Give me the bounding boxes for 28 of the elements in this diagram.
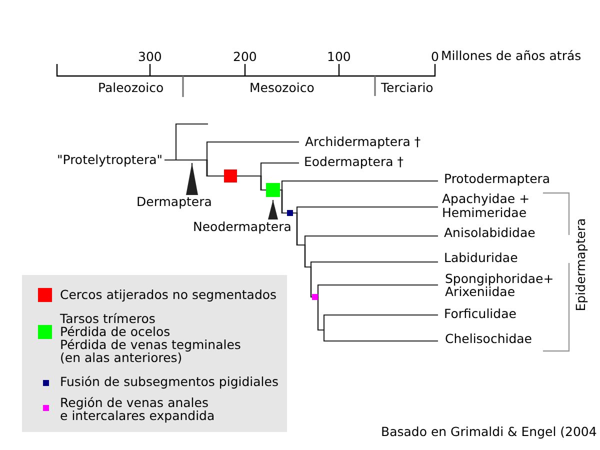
taxon-label: Eodermaptera †	[299, 155, 404, 168]
bracket-label: Epidermaptera	[573, 218, 587, 312]
taxon-label: Chelisochidae	[438, 332, 532, 346]
taxon-label: Forficulidae	[438, 307, 516, 320]
legend-text: Tarsos trímeros Pérdida de ocelos Pérdida de venas tegminales (en alas anteriores)	[60, 312, 241, 364]
taxon-label: Labiduridae	[438, 251, 518, 264]
taxon-label: Anisolabididae	[438, 226, 536, 240]
era-label: Terciario	[381, 81, 434, 94]
tick-label: 100	[327, 50, 351, 64]
taxon-label: Protodermaptera	[438, 172, 550, 186]
clade-label: Neodermaptera	[193, 220, 292, 233]
tick-label: 200	[233, 50, 257, 64]
taxon-label: Spongiphoridae+ Arixeniidae	[438, 272, 557, 298]
taxon-label: Apachyidae + Hemimeridae	[438, 192, 534, 219]
source-note: Basado en Grimaldi & Engel (2004	[381, 425, 597, 438]
clade-label: Dermaptera	[136, 195, 212, 208]
pointer-arrow	[268, 200, 278, 220]
group-label: "Protelytroptera"	[57, 153, 165, 166]
legend-text: Región de venas anales e intercalares expandida	[60, 396, 215, 422]
tick-label: 300	[138, 50, 162, 64]
legend-text: Cercos atijerados no segmentados	[60, 288, 277, 300]
pointer-arrow	[186, 163, 198, 195]
tick-label: 0	[431, 50, 439, 64]
era-label: Paleozoico	[98, 81, 164, 94]
taxon-label: Archidermaptera †	[299, 135, 421, 148]
era-label: Mesozoico	[250, 81, 314, 94]
axis-title: Millones de años atrás	[441, 49, 582, 62]
legend-text: Fusión de subsegmentos pigidiales	[60, 374, 278, 388]
